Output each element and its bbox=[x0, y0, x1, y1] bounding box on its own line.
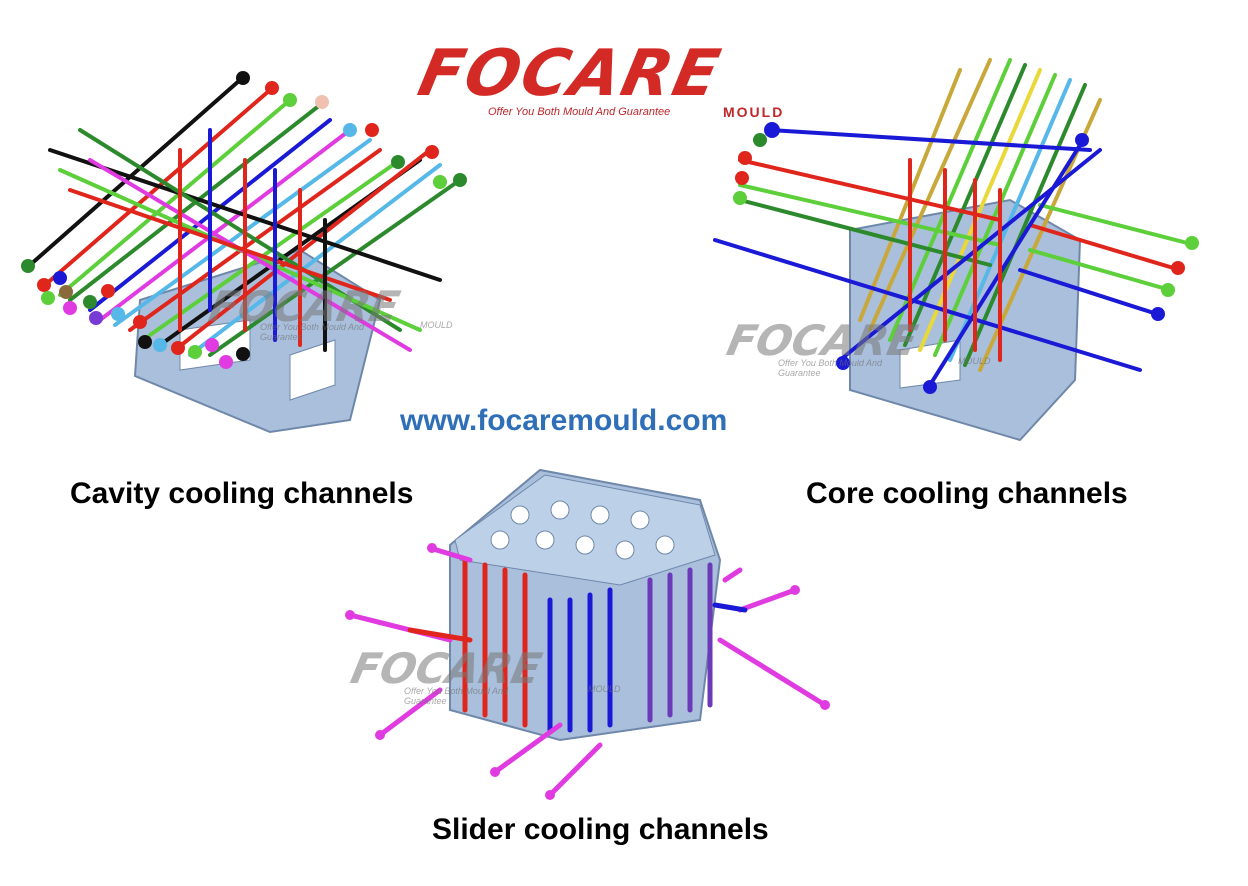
core-mould-illustration bbox=[713, 58, 1199, 442]
cavity-mould-illustration bbox=[21, 71, 467, 434]
brand-logo: FOCARE Offer You Both Mould And Guarante… bbox=[412, 37, 818, 128]
website-url: www.focaremould.com bbox=[400, 404, 728, 437]
watermark-slider: FOCARE MOULD Offer You Both Mould And Gu… bbox=[347, 644, 621, 706]
watermark-cavity: FOCARE MOULD Offer You Both Mould And Gu… bbox=[205, 282, 453, 342]
watermark-sub: MOULD bbox=[958, 356, 991, 366]
caption-cavity: Cavity cooling channels bbox=[70, 477, 414, 510]
brand-logo-tagline: Offer You Both Mould And Guarantee bbox=[488, 106, 671, 118]
watermark-tagline: Offer You Both Mould And Guarantee bbox=[404, 686, 509, 706]
watermark-core: FOCARE MOULD Offer You Both Mould And Gu… bbox=[723, 316, 991, 378]
watermark-tagline: Offer You Both Mould And Guarantee bbox=[778, 358, 883, 378]
slider-mould-illustration bbox=[345, 468, 830, 800]
watermark-sub: MOULD bbox=[588, 684, 621, 694]
brand-logo-sub: MOULD bbox=[723, 104, 785, 120]
caption-core: Core cooling channels bbox=[806, 477, 1128, 510]
watermark-sub: MOULD bbox=[420, 320, 453, 330]
watermark-tagline: Offer You Both Mould And Guarantee bbox=[260, 322, 365, 342]
caption-slider: Slider cooling channels bbox=[432, 813, 769, 846]
